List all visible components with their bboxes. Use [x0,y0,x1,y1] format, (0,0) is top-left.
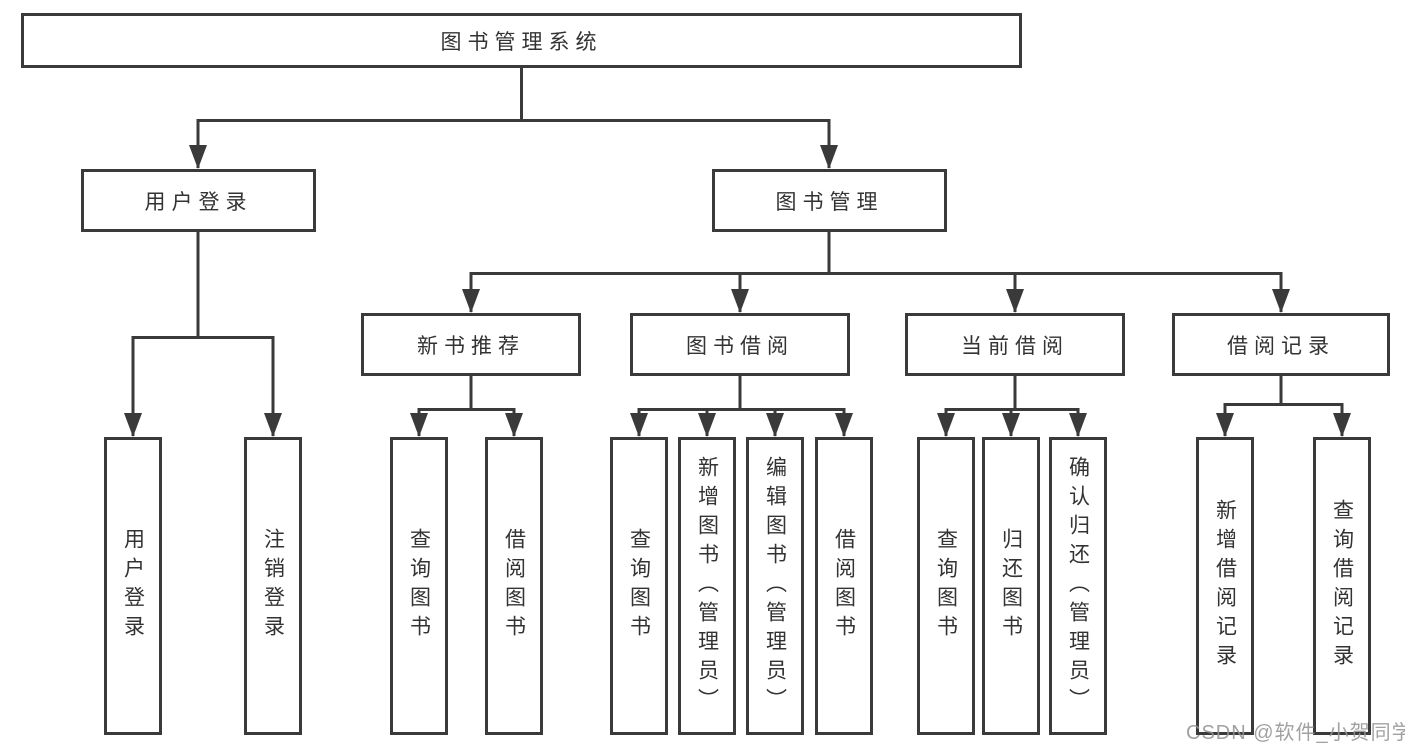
node-book-management: 图书管理 [712,169,947,232]
leaf-add-books-admin: 新增图书（管理员） [678,437,736,735]
leaf-query-borrow-record-label: 查询借阅记录 [1330,499,1354,673]
leaf-logout-label: 注销登录 [261,528,285,644]
leaf-query-books-current-label: 查询图书 [934,528,958,644]
leaf-query-books-borrow: 查询图书 [610,437,668,735]
node-borrowing-records: 借阅记录 [1172,313,1390,376]
leaf-confirm-return-admin-label: 确认归还（管理员） [1066,455,1090,717]
connector-bookmgmt-to-level3 [462,231,1290,313]
leaf-add-borrow-record-label: 新增借阅记录 [1213,499,1237,673]
leaf-borrow-books-recommend: 借阅图书 [485,437,543,735]
connector-root-to-level2 [189,67,838,169]
leaf-add-borrow-record: 新增借阅记录 [1196,437,1254,735]
leaf-logout: 注销登录 [244,437,302,735]
leaf-query-books-recommend-label: 查询图书 [407,528,431,644]
leaf-query-books-borrow-label: 查询图书 [627,528,651,644]
connector-bookborrow-leaves [630,375,853,437]
leaf-return-books: 归还图书 [982,437,1040,735]
node-library-system: 图书管理系统 [21,13,1022,68]
connector-currentborrow-leaves [937,375,1087,437]
leaf-add-books-admin-label: 新增图书（管理员） [695,455,719,717]
node-current-borrowing: 当前借阅 [905,313,1125,376]
leaf-borrow-books-recommend-label: 借阅图书 [502,528,526,644]
node-new-book-recommend: 新书推荐 [361,313,581,376]
leaf-borrow-books-label: 借阅图书 [832,528,856,644]
leaf-edit-books-admin: 编辑图书（管理员） [746,437,804,735]
connector-userlogin-leaves [124,231,282,437]
csdn-watermark: CSDN @软件_小贺同学 [1186,722,1405,744]
leaf-query-books-current: 查询图书 [917,437,975,735]
connector-records-leaves [1216,375,1351,437]
connector-newbooks-leaves [410,375,523,437]
leaf-user-login: 用户登录 [104,437,162,735]
leaf-confirm-return-admin: 确认归还（管理员） [1049,437,1107,735]
node-user-login: 用户登录 [81,169,316,232]
leaf-query-books-recommend: 查询图书 [390,437,448,735]
leaf-query-borrow-record: 查询借阅记录 [1313,437,1371,735]
leaf-return-books-label: 归还图书 [999,528,1023,644]
node-book-borrowing: 图书借阅 [630,313,850,376]
leaf-borrow-books: 借阅图书 [815,437,873,735]
leaf-edit-books-admin-label: 编辑图书（管理员） [763,455,787,717]
leaf-user-login-label: 用户登录 [121,528,145,644]
